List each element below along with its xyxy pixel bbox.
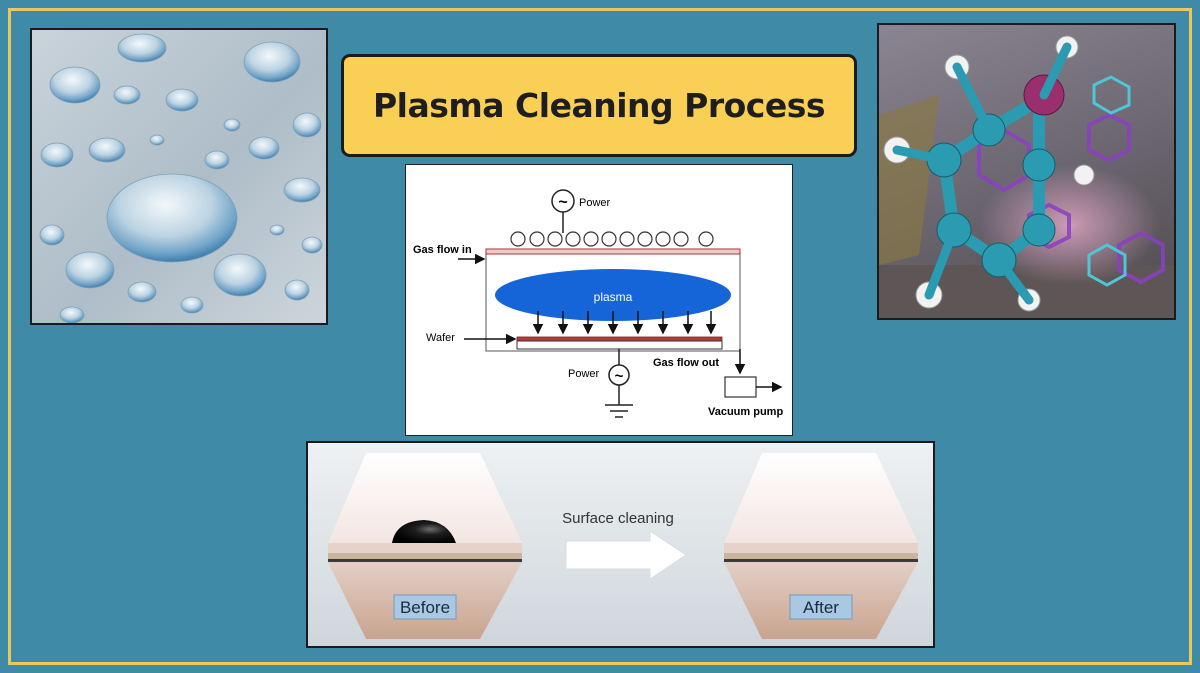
vacuum-pump-label: Vacuum pump	[708, 406, 783, 418]
vacuum-pump-box	[724, 376, 757, 398]
title-banner: Plasma Cleaning Process	[341, 54, 857, 157]
gas-flow-out-label: Gas flow out	[653, 357, 719, 369]
molecule-image	[877, 23, 1176, 320]
ac-symbol-top: ~	[558, 194, 567, 211]
before-badge	[393, 594, 457, 620]
page-title: Plasma Cleaning Process	[373, 86, 826, 125]
outer-frame	[8, 8, 1192, 665]
gas-flow-in-label: Gas flow in	[413, 244, 472, 256]
plasma-label: plasma	[594, 290, 633, 304]
before-sample	[328, 453, 522, 639]
after-label: After	[803, 598, 839, 617]
ac-symbol-bottom: ~	[615, 368, 624, 385]
top-plate	[485, 248, 741, 255]
process-arrow-icon	[565, 530, 687, 580]
wafer-plate	[516, 336, 723, 342]
plasma-cloud	[495, 269, 731, 321]
after-badge	[789, 594, 853, 620]
electrode	[516, 340, 723, 350]
power-top-label: Power	[579, 197, 611, 209]
surface-cleaning-label: Surface cleaning	[562, 510, 674, 527]
wafer-label: Wafer	[426, 332, 455, 344]
water-droplets-image	[30, 28, 328, 325]
contaminant-droplet	[392, 520, 456, 543]
surface-cleaning-comparison: Before Surface cleaning After	[306, 441, 935, 648]
rf-coil	[510, 231, 714, 247]
plasma-chamber-diagram: ~ Power Gas flow in plasma	[405, 164, 793, 436]
power-bottom-label: Power	[568, 368, 600, 380]
before-label: Before	[400, 598, 450, 617]
ground-icon	[605, 404, 633, 418]
